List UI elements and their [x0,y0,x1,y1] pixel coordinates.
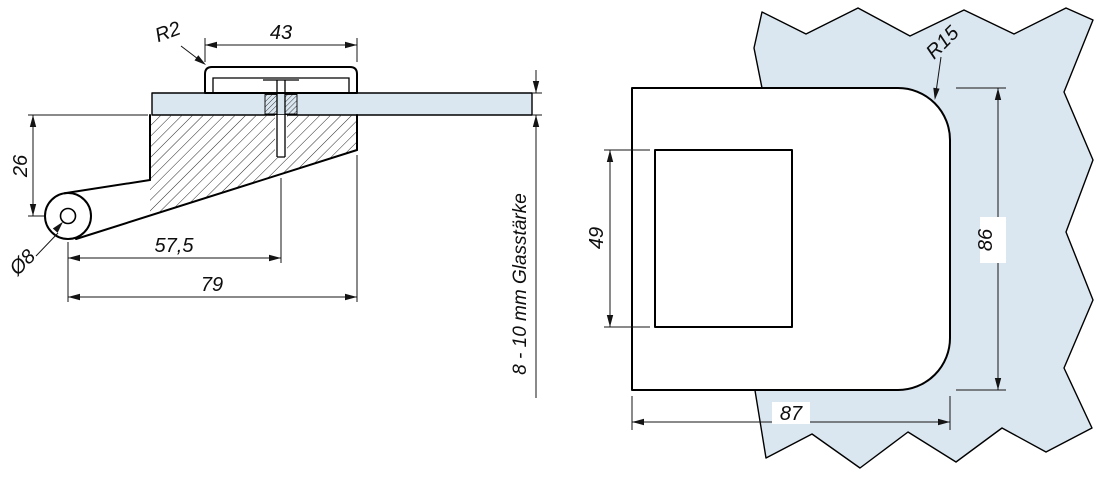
screw-clearance [275,115,287,158]
dimension-overall-height: 86 [956,87,1006,391]
pivot-hole [59,207,77,225]
dimension-cap-radius: R2 [152,18,206,65]
body-bottom-slant [75,149,358,240]
dimension-overall-width: 87 [631,396,951,430]
dimension-screw-offset-label: 57,5 [155,235,195,257]
screw-bushing-left [264,94,278,115]
clamp-inner-plate [654,149,793,328]
dimension-screw-offset: 57,5 [67,178,282,302]
screw-bushing-right [284,94,298,115]
glass-pane-section [151,92,533,116]
dimension-cap-radius-label: R2 [152,18,184,47]
dimension-overall-height-label: 86 [975,228,997,251]
clamp-cap-inner-contour [212,77,350,93]
dimension-cap-width: 43 [204,22,358,62]
clamp-body-hatch [150,115,357,216]
screw-shank [276,80,286,158]
dimension-glass-thickness: 8 - 10 mm Glasstärke [510,70,542,398]
dimension-inner-height: 49 [586,149,650,328]
glass-thickness-note: 8 - 10 mm Glasstärke [510,193,531,375]
side-view: 43 R2 26 Ø8 57,5 [5,18,542,398]
arm-top-edge [63,179,151,195]
dimension-pivot-hole-label: Ø8 [5,246,40,281]
dimension-pivot-drop: 26 [10,114,148,217]
dimension-overall-length: 79 [68,155,358,302]
dimension-pivot-drop-label: 26 [10,154,32,178]
dimension-cap-width-label: 43 [270,22,292,44]
dimension-overall-width-label: 87 [780,403,803,425]
front-view: R15 49 86 87 [586,7,1094,469]
dimension-overall-length-label: 79 [201,274,223,296]
dimension-inner-height-label: 49 [586,227,608,249]
